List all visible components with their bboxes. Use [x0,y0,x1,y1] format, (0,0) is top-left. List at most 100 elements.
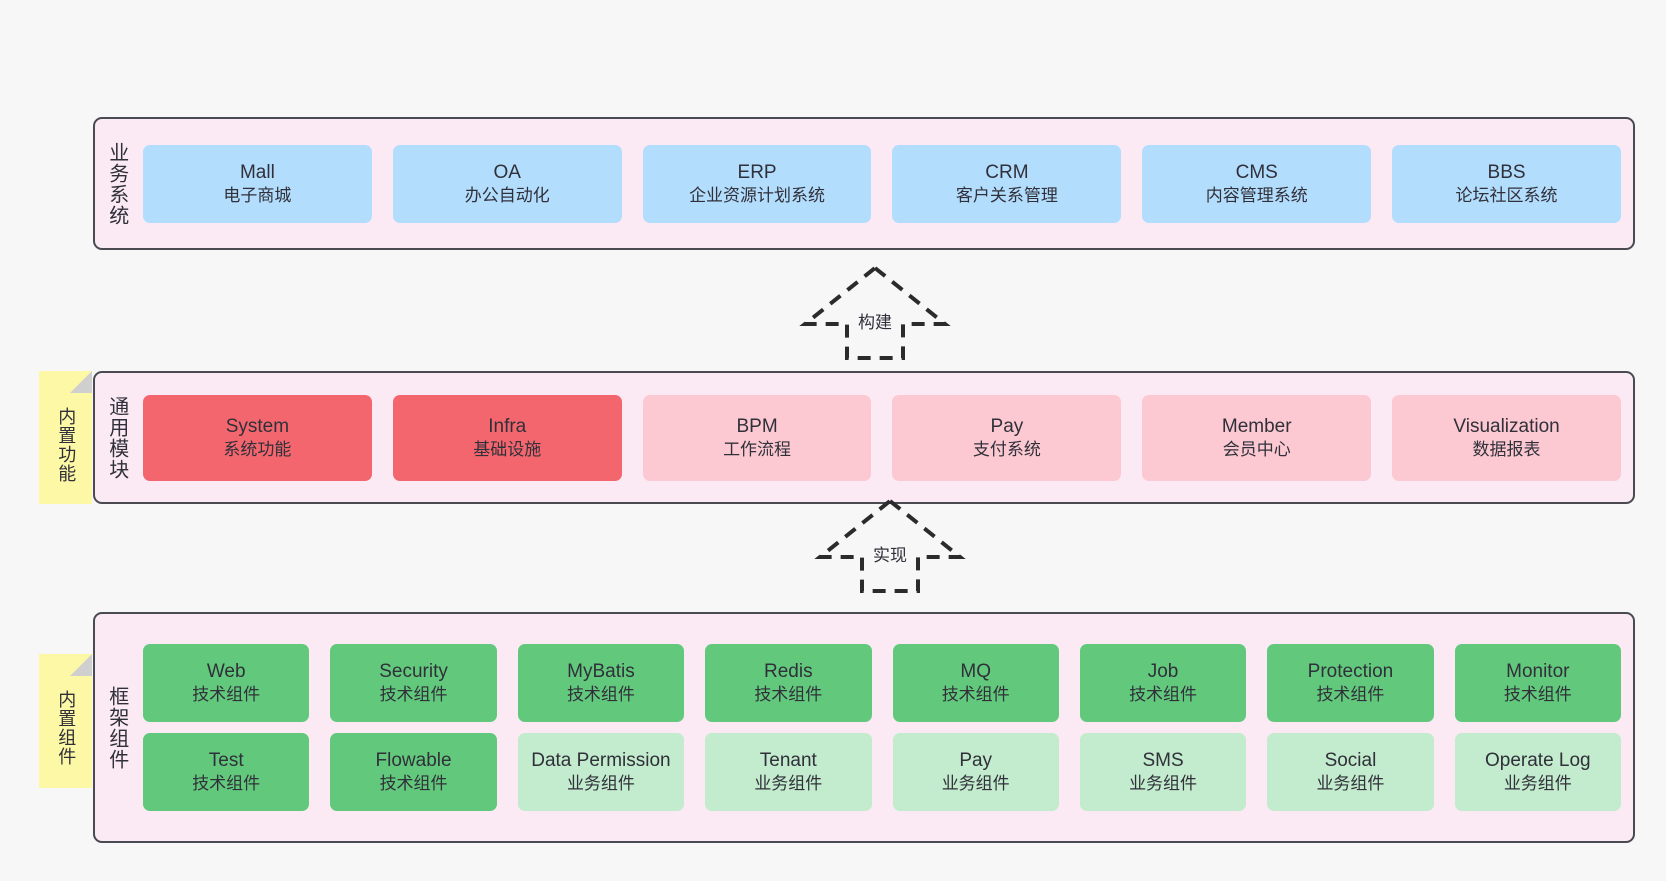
card-title: Web [206,661,246,683]
card-mq[interactable]: MQ 技术组件 [892,644,1059,722]
card-protection[interactable]: Protection 技术组件 [1267,644,1434,722]
card-subtitle: 业务组件 [566,774,635,794]
connector-implement-label: 实现 [873,546,907,565]
card-title: Test [208,750,244,772]
card-title: Flowable [375,750,452,772]
card-title: BPM [736,415,778,437]
card-system[interactable]: System 系统功能 [143,394,372,481]
card-row: Test 技术组件 Flowable 技术组件 Data Permission … [143,733,1621,811]
card-monitor[interactable]: Monitor 技术组件 [1454,644,1621,722]
card-subtitle: 业务组件 [1129,774,1198,794]
card-subtitle: 技术组件 [1503,685,1572,705]
card-subtitle: 论坛社区系统 [1455,185,1558,205]
card-title: OA [493,161,521,183]
card-subtitle: 技术组件 [192,685,261,705]
card-title: BBS [1487,161,1526,183]
card-subtitle: 技术组件 [192,774,261,794]
card-erp[interactable]: ERP 企业资源计划系统 [642,144,872,223]
layer-framework-components: 框架组件 Web 技术组件 Security 技术组件 MyBatis 技术组件… [93,612,1635,843]
card-web[interactable]: Web 技术组件 [143,644,310,722]
card-title: SMS [1142,750,1184,772]
card-pay-business[interactable]: Pay 业务组件 [892,733,1059,811]
card-title: Redis [764,661,813,683]
card-title: Pay [959,750,993,772]
card-mybatis[interactable]: MyBatis 技术组件 [517,644,685,722]
card-subtitle: 技术组件 [754,685,823,705]
card-subtitle: 技术组件 [566,685,635,705]
card-sms[interactable]: SMS 业务组件 [1079,733,1247,811]
card-tenant[interactable]: Tenant 业务组件 [705,733,872,811]
card-subtitle: 技术组件 [1129,685,1198,705]
card-subtitle: 业务组件 [1316,774,1385,794]
build-arrow-outline [799,265,951,360]
card-member[interactable]: Member 会员中心 [1142,394,1372,481]
card-title: Mall [239,161,275,183]
connector-build-label: 构建 [858,313,892,332]
card-subtitle: 技术组件 [1316,685,1385,705]
card-data-permission[interactable]: Data Permission 业务组件 [517,733,685,811]
card-redis[interactable]: Redis 技术组件 [705,644,872,722]
layer-body-business-systems: Mall 电子商城 OA 办公自动化 ERP 企业资源计划系统 CRM 客户关系… [137,119,1633,248]
card-title: Member [1221,415,1292,437]
card-title: MyBatis [567,661,635,683]
card-subtitle: 电子商城 [223,185,292,205]
card-title: Security [379,661,448,683]
layer-business-systems: 业务系统 Mall 电子商城 OA 办公自动化 ERP 企业资源计划系统 CRM… [93,117,1635,250]
layer-body-common-modules: System 系统功能 Infra 基础设施 BPM 工作流程 Pay 支付系统… [137,373,1633,502]
card-title: Social [1324,750,1377,772]
card-subtitle: 会员中心 [1222,439,1291,459]
card-subtitle: 工作流程 [723,439,792,459]
layer-title-common-modules: 通用模块 [105,395,128,480]
card-title: Tenant [759,750,817,772]
card-flowable[interactable]: Flowable 技术组件 [330,733,497,811]
card-title: Monitor [1506,661,1570,683]
card-row: Web 技术组件 Security 技术组件 MyBatis 技术组件 Redi… [143,644,1621,722]
card-subtitle: 业务组件 [941,774,1010,794]
card-oa[interactable]: OA 办公自动化 [392,144,622,223]
note-builtin-functions: 内置功能 [39,371,92,504]
note-builtin-components: 内置组件 [39,654,92,788]
card-title: Job [1147,661,1179,683]
card-title: CMS [1235,161,1278,183]
card-subtitle: 客户关系管理 [955,185,1058,205]
connector-implement: 实现 [800,495,980,595]
card-title: Protection [1307,661,1394,683]
note-label: 内置组件 [56,690,77,766]
card-operate-log[interactable]: Operate Log 业务组件 [1454,733,1621,811]
card-infra[interactable]: Infra 基础设施 [392,394,622,481]
card-row: System 系统功能 Infra 基础设施 BPM 工作流程 Pay 支付系统… [143,394,1621,481]
layer-title-business-systems: 业务系统 [105,141,128,226]
card-test[interactable]: Test 技术组件 [143,733,310,811]
layer-body-framework-components: Web 技术组件 Security 技术组件 MyBatis 技术组件 Redi… [137,614,1633,841]
card-title: Visualization [1453,415,1560,437]
card-row: Mall 电子商城 OA 办公自动化 ERP 企业资源计划系统 CRM 客户关系… [143,144,1621,223]
card-pay[interactable]: Pay 支付系统 [892,394,1122,481]
card-title: MQ [960,661,991,683]
card-title: Infra [488,415,527,437]
card-security[interactable]: Security 技术组件 [330,644,497,722]
card-bpm[interactable]: BPM 工作流程 [642,394,872,481]
card-subtitle: 业务组件 [1503,774,1572,794]
card-subtitle: 技术组件 [379,685,448,705]
card-subtitle: 技术组件 [379,774,448,794]
card-title: Operate Log [1484,750,1591,772]
card-mall[interactable]: Mall 电子商城 [143,144,372,223]
card-crm[interactable]: CRM 客户关系管理 [892,144,1122,223]
card-title: Data Permission [531,750,671,772]
card-cms[interactable]: CMS 内容管理系统 [1142,144,1372,223]
card-subtitle: 数据报表 [1472,439,1541,459]
card-subtitle: 支付系统 [972,439,1041,459]
note-label: 内置功能 [56,406,77,483]
layer-common-modules: 通用模块 System 系统功能 Infra 基础设施 BPM 工作流程 Pay… [93,371,1635,504]
card-job[interactable]: Job 技术组件 [1079,644,1247,722]
card-visualization[interactable]: Visualization 数据报表 [1392,394,1621,481]
card-subtitle: 基础设施 [473,439,542,459]
card-subtitle: 业务组件 [754,774,823,794]
card-social[interactable]: Social 业务组件 [1267,733,1434,811]
card-title: CRM [985,161,1029,183]
card-title: Pay [990,415,1024,437]
card-bbs[interactable]: BBS 论坛社区系统 [1392,144,1621,223]
connector-build: 构建 [785,262,965,362]
card-title: ERP [737,161,777,183]
